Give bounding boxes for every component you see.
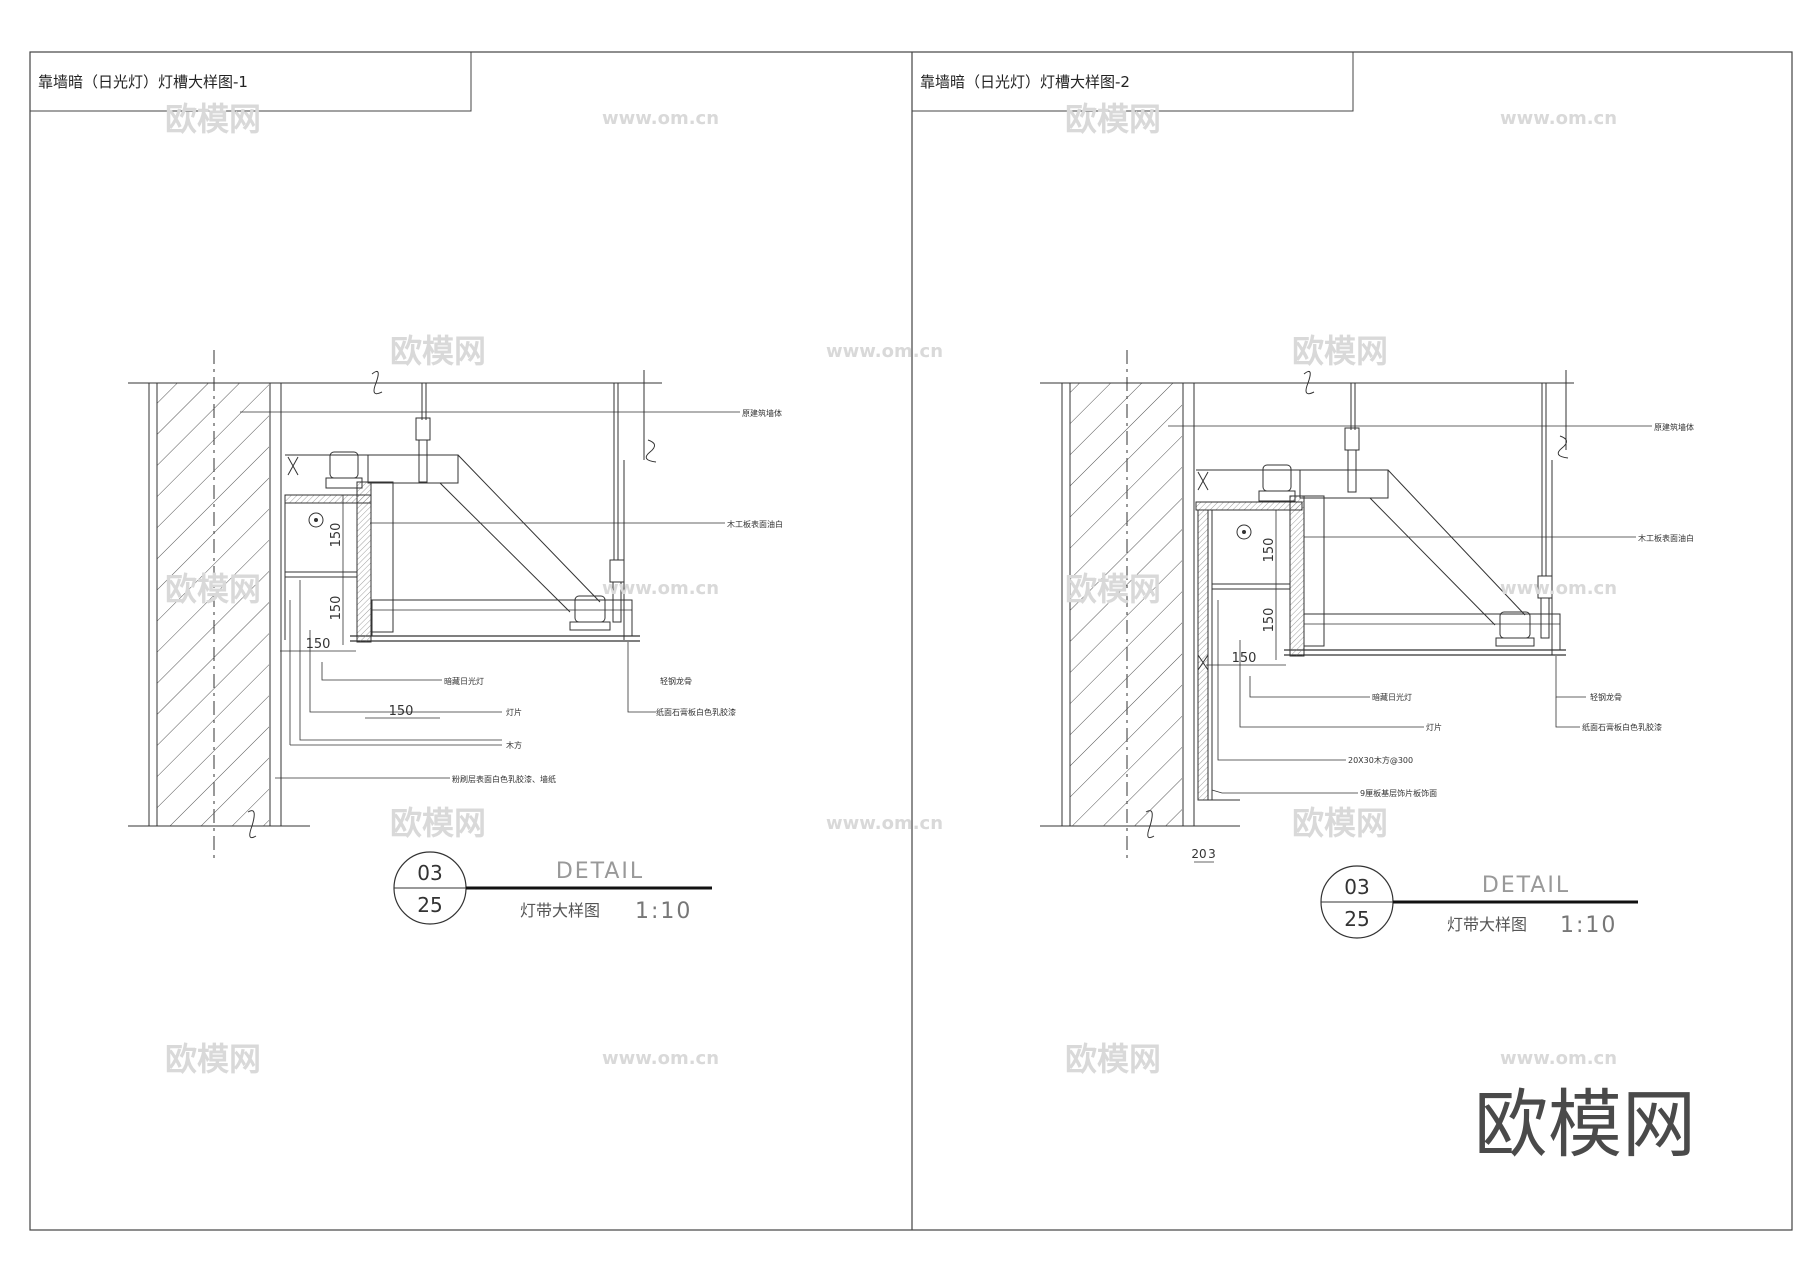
- bubble-bottom-2: 25: [1344, 907, 1369, 931]
- watermarks: 欧模网 www.om.cn 欧模网 www.om.cn 欧模网 www.om.c…: [165, 100, 1696, 1168]
- detail-caption-2: 03 25 DETAIL 灯带大样图 1:10: [1320, 865, 1638, 939]
- label-keel-2: 轻钢龙骨: [1590, 692, 1622, 702]
- dim-150-a-2: 150: [1262, 538, 1277, 563]
- dim-150-b-1: 150: [329, 596, 344, 621]
- label-wall-2: 原建筑墙体: [1654, 422, 1694, 432]
- label-timber-1: 木方: [506, 740, 522, 750]
- detail-caption-1: 03 25 DETAIL 灯带大样图 1:10: [393, 851, 712, 925]
- watermark-url: www.om.cn: [826, 813, 943, 834]
- title-box-1: [29, 51, 472, 112]
- dim-3-2: 3: [1208, 847, 1216, 861]
- dim-150-c-1: 150: [306, 637, 331, 652]
- label-board-1: 木工板表面油白: [727, 519, 783, 529]
- detail-drawing-2: 150 150 150 20 3 原建筑墙体 木工板表面油白 暗藏日光灯 轻钢龙…: [1040, 350, 1694, 863]
- wall-hatch-1: [157, 383, 269, 826]
- dim-150-a-1: 150: [329, 523, 344, 548]
- label-lamp-2: 暗藏日光灯: [1372, 692, 1412, 702]
- label-plywood-2: 9厘板基层饰片板饰面: [1360, 788, 1437, 798]
- bubble-bottom-1: 25: [417, 893, 442, 917]
- detail-drawing-1: 150 150 150 150 原建筑墙体 木工板表面油白 暗藏日光灯 轻钢龙骨…: [128, 350, 783, 860]
- caption-heading-2: DETAIL: [1482, 873, 1570, 898]
- watermark-url: www.om.cn: [826, 341, 943, 362]
- wall-hatch-2: [1070, 383, 1182, 826]
- panel-2-title: 靠墙暗（日光灯）灯槽大样图-2: [920, 73, 1130, 91]
- bubble-top-1: 03: [417, 861, 442, 885]
- watermark-url: www.om.cn: [1500, 578, 1617, 599]
- label-board-2: 木工板表面油白: [1638, 533, 1694, 543]
- watermark-url: www.om.cn: [1500, 1048, 1617, 1069]
- label-lamp-piece-1: 灯片: [506, 707, 522, 717]
- label-timber-2: 20X30木方@300: [1348, 755, 1413, 765]
- watermark-url: www.om.cn: [602, 1048, 719, 1069]
- caption-scale-1: 1:10: [635, 899, 692, 924]
- label-lamp-piece-2: 灯片: [1426, 722, 1442, 732]
- dim-20-2: 20: [1191, 847, 1206, 861]
- caption-name-2: 灯带大样图: [1447, 915, 1527, 934]
- dim-150-b-2: 150: [1262, 608, 1277, 633]
- panel-1-title: 靠墙暗（日光灯）灯槽大样图-1: [38, 73, 248, 91]
- watermark-brand: 欧模网: [1065, 1040, 1161, 1078]
- label-gypsum-2: 纸面石膏板白色乳胶漆: [1582, 722, 1662, 732]
- title-box-2: [911, 51, 1354, 112]
- watermark-brand: 欧模网: [1292, 804, 1388, 842]
- watermark-brand: 欧模网: [390, 332, 486, 370]
- caption-heading-1: DETAIL: [556, 859, 644, 884]
- watermark-brand: 欧模网: [1292, 332, 1388, 370]
- watermark-brand: 欧模网: [165, 1040, 261, 1078]
- watermark-logo: 欧模网: [1474, 1082, 1696, 1168]
- label-lamp-1: 暗藏日光灯: [444, 676, 484, 686]
- caption-scale-2: 1:10: [1560, 913, 1617, 938]
- label-gypsum-1: 纸面石膏板白色乳胶漆: [656, 707, 736, 717]
- sheet-frame: [29, 51, 1793, 1231]
- watermark-brand: 欧模网: [1065, 570, 1161, 608]
- label-wall-1: 原建筑墙体: [742, 408, 782, 418]
- watermark-brand: 欧模网: [165, 100, 261, 138]
- watermark-brand: 欧模网: [165, 570, 261, 608]
- label-wall-finish-1: 粉刷层表面白色乳胶漆、墙纸: [452, 774, 556, 784]
- dim-150-d-1: 150: [389, 704, 414, 719]
- bubble-top-2: 03: [1344, 875, 1369, 899]
- caption-name-1: 灯带大样图: [520, 901, 600, 920]
- watermark-url: www.om.cn: [602, 108, 719, 129]
- watermark-url: www.om.cn: [1500, 108, 1617, 129]
- watermark-url: www.om.cn: [602, 578, 719, 599]
- dim-150-c-2: 150: [1232, 651, 1257, 666]
- label-keel-1: 轻钢龙骨: [660, 676, 692, 686]
- watermark-brand: 欧模网: [1065, 100, 1161, 138]
- watermark-brand: 欧模网: [390, 804, 486, 842]
